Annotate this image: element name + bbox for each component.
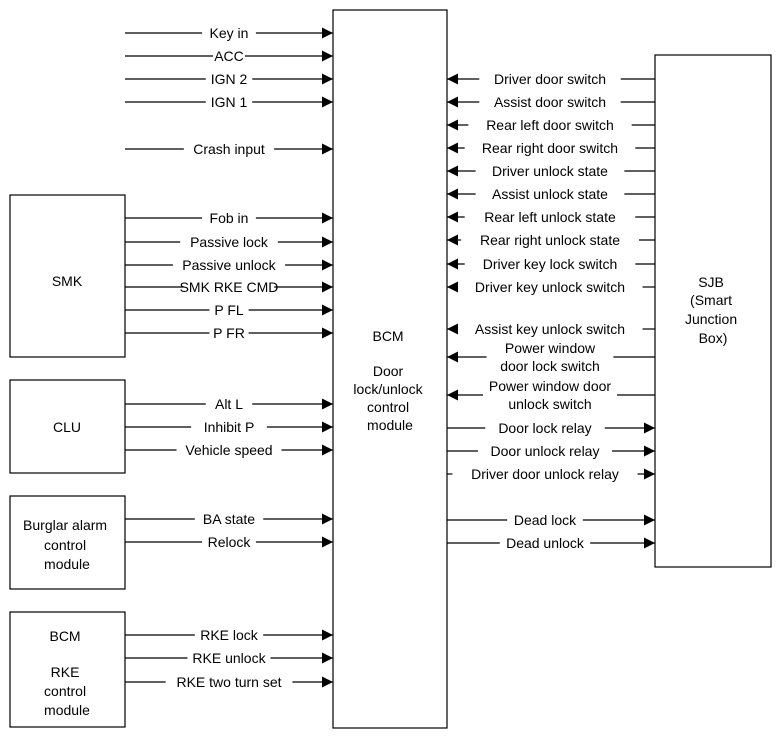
driver-door-switch-label: Driver door switch bbox=[494, 71, 606, 87]
assist-door-switch-label: Assist door switch bbox=[494, 94, 606, 110]
rke-label: BCM RKE control module bbox=[44, 628, 90, 718]
ign-1-label: IGN 1 bbox=[211, 94, 248, 110]
inhibit-p-label: Inhibit P bbox=[204, 419, 255, 435]
fob-in-label: Fob in bbox=[210, 210, 249, 226]
rke-box bbox=[9, 611, 126, 728]
key-in-label: Key in bbox=[210, 25, 249, 41]
rke-two-turn-set-label: RKE two turn set bbox=[176, 674, 281, 690]
rear-left-door-switch-label: Rear left door switch bbox=[486, 117, 614, 133]
sjb-label: SJB (Smart Junction Box) bbox=[685, 274, 741, 346]
passive-lock-label: Passive lock bbox=[190, 234, 269, 250]
ba-state-label: BA state bbox=[203, 511, 255, 527]
alt-l-label: Alt L bbox=[215, 396, 243, 412]
rke-unlock-label: RKE unlock bbox=[192, 650, 266, 666]
burglar-alarm-label: Burglar alarm control module bbox=[23, 517, 111, 572]
relock-label: Relock bbox=[208, 534, 252, 550]
smk-rke-cmd-label: SMK RKE CMD bbox=[180, 279, 279, 295]
assist-key-unlock-switch-label: Assist key unlock switch bbox=[475, 321, 625, 337]
driver-key-lock-switch-label: Driver key lock switch bbox=[483, 256, 618, 272]
rear-right-unlock-state-label: Rear right unlock state bbox=[480, 232, 620, 248]
smk-box bbox=[9, 194, 126, 358]
bcm-main-box bbox=[332, 9, 448, 729]
clu-label: CLU bbox=[53, 419, 81, 435]
driver-door-unlock-relay-label: Driver door unlock relay bbox=[471, 466, 619, 482]
driver-unlock-state-label: Driver unlock state bbox=[492, 163, 608, 179]
acc-label: ACC bbox=[214, 48, 244, 64]
rke-lock-label: RKE lock bbox=[200, 627, 259, 643]
p-fr-label: P FR bbox=[213, 325, 245, 341]
dead-lock-label: Dead lock bbox=[514, 512, 577, 528]
ign-2-label: IGN 2 bbox=[211, 71, 248, 87]
assist-unlock-state-label: Assist unlock state bbox=[492, 186, 608, 202]
passive-unlock-label: Passive unlock bbox=[182, 257, 276, 273]
sjb-box bbox=[654, 54, 772, 568]
smk-label: SMK bbox=[52, 273, 83, 289]
door-lock-relay-label: Door lock relay bbox=[498, 420, 591, 436]
crash-input-label: Crash input bbox=[193, 141, 265, 157]
rear-right-door-switch-label: Rear right door switch bbox=[482, 140, 618, 156]
dead-unlock-label: Dead unlock bbox=[506, 535, 585, 551]
vehicle-speed-label: Vehicle speed bbox=[185, 442, 272, 458]
bcm-main-label: BCM Door lock/unlock control module bbox=[353, 328, 426, 433]
driver-key-unlock-switch-label: Driver key unlock switch bbox=[475, 279, 625, 295]
rear-left-unlock-state-label: Rear left unlock state bbox=[484, 209, 616, 225]
p-fl-label: P FL bbox=[214, 302, 244, 318]
door-unlock-relay-label: Door unlock relay bbox=[491, 443, 600, 459]
